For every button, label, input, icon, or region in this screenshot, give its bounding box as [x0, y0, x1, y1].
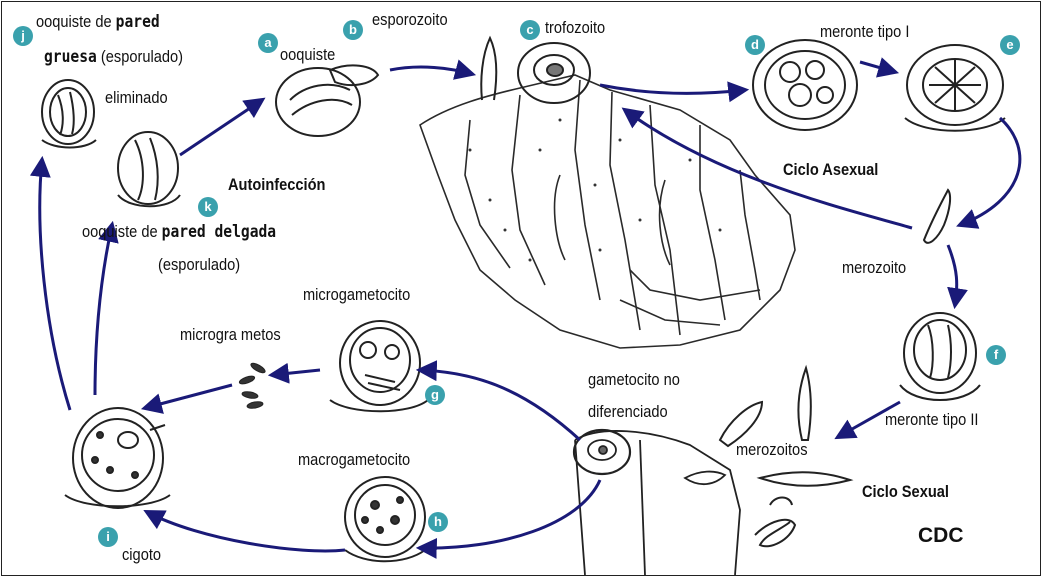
microgametocito-cell: [330, 321, 428, 411]
label-ooquiste-pared-gruesa: ooquiste de pared: [36, 12, 180, 32]
label-macrogametocito: macrogametocito: [298, 450, 410, 469]
badge-g: g: [425, 385, 445, 405]
badge-d: d: [745, 35, 765, 55]
label-meronte-tipo-1: meronte tipo I: [820, 22, 909, 41]
badge-e: e: [1000, 35, 1020, 55]
label-gametocito-1: gametocito no: [588, 370, 680, 389]
label-microgametocito: microgametocito: [303, 285, 410, 304]
label-gruesa-bold: gruesa: [44, 47, 97, 67]
label-esporulado-2: (esporulado): [158, 255, 240, 274]
label-pared-bold: pared: [116, 12, 160, 32]
label-cigoto: cigoto: [122, 545, 161, 564]
label-merozoito: merozoito: [842, 258, 906, 277]
label-esporozoito: esporozoito: [372, 10, 448, 29]
label-ooquiste-grueso-prefix: ooquiste de: [36, 12, 116, 31]
label-ooquiste-pared-delgada: ooquiste de pared delgada: [82, 222, 308, 242]
meronte-tipo-1-e: [905, 45, 1005, 131]
badge-i: i: [98, 527, 118, 547]
meronte-tipo-2: [900, 313, 980, 400]
ooquiste-excysting: [276, 65, 378, 136]
badge-c: c: [520, 20, 540, 40]
microgametos-cells: [238, 361, 266, 409]
label-micrograemtos: microgra metos: [180, 325, 281, 344]
badge-a: a: [258, 33, 278, 53]
meronte-tipo-1-d: [753, 40, 857, 130]
macrogametocito-cell: [345, 477, 425, 561]
label-gruesa-line: gruesa (esporulado): [44, 47, 206, 67]
gametocyte-host-cell: [574, 430, 740, 575]
lifecycle-arrows: [40, 62, 1020, 551]
label-ciclo-asexual: Ciclo Asexual: [783, 160, 878, 179]
label-merozoitos: merozoitos: [736, 440, 808, 459]
label-ciclo-sexual: Ciclo Sexual: [862, 482, 949, 501]
label-esporulado-1: (esporulado): [101, 47, 183, 66]
epithelium-stippling: [469, 119, 722, 262]
trofozoito-cell: [518, 43, 590, 103]
badge-k: k: [198, 197, 218, 217]
merozoito-cell: [924, 190, 950, 243]
label-eliminado: eliminado: [105, 88, 168, 107]
badge-h: h: [428, 512, 448, 532]
esporozoito-cell: [481, 38, 496, 100]
label-ooquiste: ooquiste: [280, 45, 335, 64]
label-ooquiste-delgado-prefix: ooquiste de: [82, 222, 162, 241]
badge-f: f: [986, 345, 1006, 365]
thin-wall-oocyst: [118, 132, 180, 206]
label-autoinfeccion: Autoinfección: [228, 175, 325, 194]
label-trofozoito: trofozoito: [545, 18, 605, 37]
badge-j: j: [13, 26, 33, 46]
label-cdc: CDC: [918, 526, 964, 545]
badge-b: b: [343, 20, 363, 40]
label-pared-delgada-bold: pared delgada: [162, 222, 276, 242]
cigoto-cell: [65, 408, 170, 508]
thick-wall-oocyst: [42, 80, 96, 148]
intestinal-epithelium: [420, 75, 795, 348]
label-meronte-tipo-2: meronte tipo II: [885, 410, 978, 429]
label-gametocito-2: diferenciado: [588, 402, 668, 421]
